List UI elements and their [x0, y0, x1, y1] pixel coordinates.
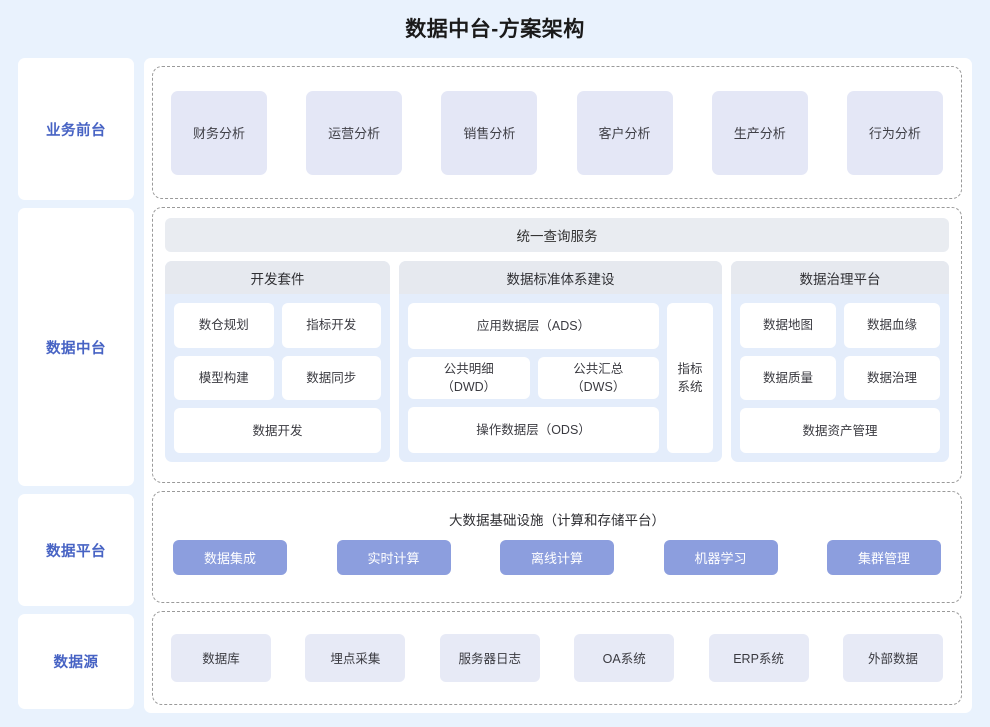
dev-kit-row-3: 数据开发	[174, 408, 381, 454]
page-header: 数据中台-方案架构	[0, 0, 990, 55]
layer-middle-row: 公共明细 （DWD） 公共汇总 （DWS）	[408, 357, 659, 400]
dev-kit-body: 数仓规划 指标开发 模型构建 数据同步 数据开发	[165, 294, 390, 462]
rail-item-business-front[interactable]: 业务前台	[18, 58, 134, 200]
layer-ods[interactable]: 操作数据层（ODS）	[408, 407, 659, 454]
data-middle-columns: 开发套件 数仓规划 指标开发 模型构建 数据同步 数据开发	[165, 261, 949, 463]
standard-system-panel: 数据标准体系建设 应用数据层（ADS） 公共明细 （DWD） 公共汇总 （DWS…	[399, 261, 722, 463]
source-erp-system[interactable]: ERP系统	[708, 633, 809, 682]
dev-kit-title: 开发套件	[165, 261, 390, 295]
unified-query-service-bar[interactable]: 统一查询服务	[165, 218, 949, 253]
dev-kit-panel: 开发套件 数仓规划 指标开发 模型构建 数据同步 数据开发	[165, 261, 390, 463]
governance-row-2: 数据质量 数据治理	[740, 355, 940, 401]
layer-dws[interactable]: 公共汇总 （DWS）	[537, 357, 659, 400]
platform-button-offline-compute[interactable]: 离线计算	[500, 540, 614, 576]
rail-item-data-source[interactable]: 数据源	[18, 614, 134, 709]
data-middle-band: 统一查询服务 开发套件 数仓规划 指标开发 模型构建 数据同步	[152, 207, 962, 484]
business-card-behavior[interactable]: 行为分析	[846, 90, 943, 175]
dev-kit-row-2: 模型构建 数据同步	[174, 355, 381, 401]
dev-kit-data-sync[interactable]: 数据同步	[281, 355, 381, 401]
standard-system-title: 数据标准体系建设	[399, 261, 722, 295]
standard-system-body: 应用数据层（ADS） 公共明细 （DWD） 公共汇总 （DWS） 操作数据层（O…	[399, 294, 722, 462]
data-source-band: 数据库 埋点采集 服务器日志 OA系统 ERP系统 外部数据	[152, 610, 962, 705]
platform-button-realtime-compute[interactable]: 实时计算	[336, 540, 451, 576]
layer-rail: 业务前台 数据中台 数据平台 数据源	[18, 58, 134, 713]
business-card-sales[interactable]: 销售分析	[441, 90, 538, 175]
source-tracking-collection[interactable]: 埋点采集	[305, 633, 406, 682]
dev-kit-row-1: 数仓规划 指标开发	[174, 303, 381, 348]
governance-data-quality[interactable]: 数据质量	[740, 355, 836, 401]
governance-asset-management[interactable]: 数据资产管理	[740, 408, 940, 454]
governance-row-3: 数据资产管理	[740, 408, 940, 454]
source-server-logs[interactable]: 服务器日志	[439, 633, 540, 682]
metric-system-column: 指标 系统	[667, 303, 713, 454]
rail-item-data-platform[interactable]: 数据平台	[18, 494, 134, 606]
governance-panel: 数据治理平台 数据地图 数据血缘 数据质量 数据治理 数据资产管	[731, 261, 949, 463]
data-platform-band: 大数据基础设施（计算和存储平台） 数据集成 实时计算 离线计算 机器学习 集群管…	[152, 491, 962, 603]
source-oa-system[interactable]: OA系统	[574, 633, 675, 682]
platform-button-data-integration[interactable]: 数据集成	[173, 540, 287, 576]
governance-data-lineage[interactable]: 数据血缘	[844, 303, 940, 348]
page-title: 数据中台-方案架构	[405, 17, 585, 41]
business-card-row: 财务分析 运营分析 销售分析 客户分析 生产分析 行为分析	[153, 90, 961, 175]
governance-body: 数据地图 数据血缘 数据质量 数据治理 数据资产管理	[731, 294, 949, 462]
governance-data-governance[interactable]: 数据治理	[844, 355, 940, 401]
dev-kit-warehouse-planning[interactable]: 数仓规划	[174, 303, 274, 348]
layer-ads[interactable]: 应用数据层（ADS）	[408, 303, 659, 350]
governance-data-map[interactable]: 数据地图	[740, 303, 836, 348]
business-front-band: 财务分析 运营分析 销售分析 客户分析 生产分析 行为分析	[152, 66, 962, 200]
platform-button-cluster-management[interactable]: 集群管理	[827, 540, 941, 576]
standard-layer-stack: 应用数据层（ADS） 公共明细 （DWD） 公共汇总 （DWS） 操作数据层（O…	[408, 303, 659, 454]
layer-dwd[interactable]: 公共明细 （DWD）	[408, 357, 530, 400]
business-card-production[interactable]: 生产分析	[711, 90, 808, 175]
dev-kit-metric-development[interactable]: 指标开发	[281, 303, 381, 348]
business-card-customer[interactable]: 客户分析	[576, 90, 673, 175]
big-data-infra-title: 大数据基础设施（计算和存储平台）	[449, 513, 665, 529]
dev-kit-model-building[interactable]: 模型构建	[174, 355, 274, 401]
standard-system-split: 应用数据层（ADS） 公共明细 （DWD） 公共汇总 （DWS） 操作数据层（O…	[408, 303, 713, 454]
source-database[interactable]: 数据库	[171, 633, 271, 682]
source-external-data[interactable]: 外部数据	[842, 633, 943, 682]
platform-button-machine-learning[interactable]: 机器学习	[663, 540, 778, 576]
business-card-operations[interactable]: 运营分析	[306, 90, 403, 175]
data-source-row: 数据库 埋点采集 服务器日志 OA系统 ERP系统 外部数据	[153, 633, 961, 682]
diagram-layout: 业务前台 数据中台 数据平台 数据源 财务分析 运营分析 销售分析 客户分析 生…	[18, 58, 972, 713]
data-platform-button-row: 数据集成 实时计算 离线计算 机器学习 集群管理	[165, 540, 949, 576]
metric-system-card[interactable]: 指标 系统	[667, 303, 713, 454]
governance-title: 数据治理平台	[731, 261, 949, 295]
business-card-finance[interactable]: 财务分析	[171, 90, 267, 175]
rail-item-data-middle[interactable]: 数据中台	[18, 208, 134, 486]
diagram-content: 财务分析 运营分析 销售分析 客户分析 生产分析 行为分析 统一查询服务 开发套…	[144, 58, 972, 713]
governance-row-1: 数据地图 数据血缘	[740, 303, 940, 348]
dev-kit-data-development[interactable]: 数据开发	[174, 408, 381, 454]
